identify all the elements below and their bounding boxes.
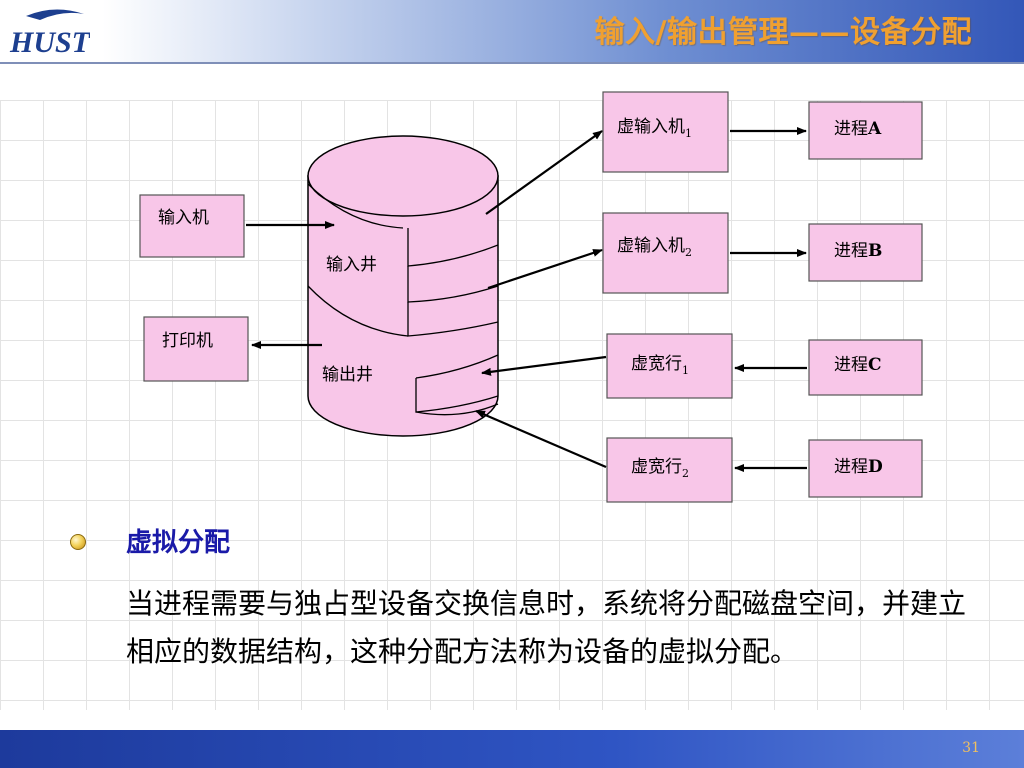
svg-text:进程A: 进程A <box>834 119 882 139</box>
process-b-box: 进程B <box>808 223 923 282</box>
virtual-input-1-label: 虚输入机 <box>617 117 685 137</box>
input-well-label: 输入井 <box>326 255 377 275</box>
virtual-printer-2-box: 虚宽行2 <box>606 437 733 503</box>
virtual-input-1-box: 虚输入机1 <box>602 91 729 173</box>
footer-bar <box>0 730 1024 768</box>
input-machine-label: 输入机 <box>158 208 209 228</box>
hust-logo-icon: HUST <box>9 9 90 58</box>
process-a-box: 进程A <box>808 101 923 160</box>
page-number: 31 <box>962 740 980 756</box>
svg-text:虚宽行1: 虚宽行1 <box>631 354 689 377</box>
virtual-printer-1-subscript: 1 <box>682 364 689 377</box>
arrow-well-to-virtual-input-2 <box>487 248 603 290</box>
output-well-label: 输出井 <box>322 365 373 385</box>
logo-text: HUST <box>9 26 90 58</box>
svg-text:进程C: 进程C <box>834 355 882 375</box>
process-d-box: 进程D <box>808 439 923 498</box>
svg-text:虚宽行2: 虚宽行2 <box>631 457 689 480</box>
virtual-input-2-subscript: 2 <box>685 246 692 259</box>
process-c-box: 进程C <box>808 339 923 396</box>
svg-text:进程D: 进程D <box>834 457 883 477</box>
body-paragraph: 当进程需要与独占型设备交换信息时，系统将分配磁盘空间，并建立相应的数据结构，这种… <box>126 587 967 668</box>
section-heading: 虚拟分配 <box>126 528 231 558</box>
header-bar: HUST 输入/输出管理——设备分配 <box>0 0 1024 64</box>
svg-text:虚输入机1: 虚输入机1 <box>617 117 692 140</box>
bullet-icon <box>70 534 86 550</box>
virtual-printer-2-label: 虚宽行 <box>631 457 682 477</box>
svg-text:虚输入机2: 虚输入机2 <box>617 236 692 259</box>
arrow-well-to-virtual-input-1 <box>485 130 603 215</box>
arrow-virtual-printer-2-to-well <box>475 409 607 469</box>
page-title: 输入/输出管理——设备分配 <box>594 15 972 50</box>
virtual-printer-2-subscript: 2 <box>682 467 689 480</box>
virtual-printer-1-label: 虚宽行 <box>631 354 682 374</box>
disk-cylinder <box>307 135 499 437</box>
virtual-input-2-label: 虚输入机 <box>617 236 685 256</box>
printer-label: 打印机 <box>162 331 213 351</box>
printer-box: 打印机 <box>143 316 249 382</box>
arrow-virtual-printer-1-to-well <box>481 355 607 376</box>
virtual-input-2-box: 虚输入机2 <box>602 212 729 294</box>
input-machine-box: 输入机 <box>139 194 245 258</box>
svg-text:进程B: 进程B <box>834 241 882 261</box>
virtual-printer-1-box: 虚宽行1 <box>606 333 733 399</box>
virtual-input-1-subscript: 1 <box>685 127 692 140</box>
